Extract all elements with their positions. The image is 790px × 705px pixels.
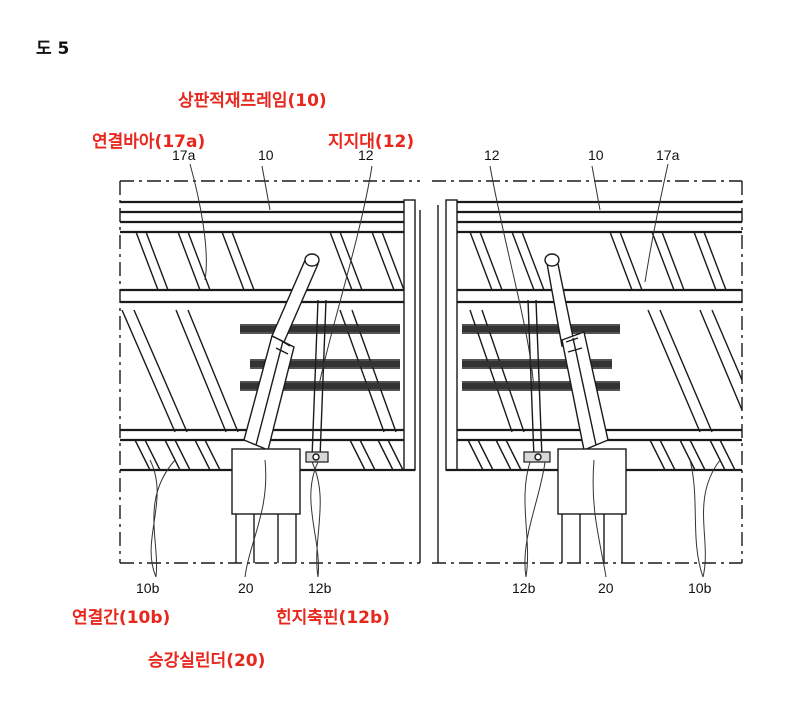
callout-17a-right: 17a — [656, 147, 680, 163]
label-upper-frame: 상판적재프레임(10) — [178, 91, 327, 111]
figure-number: 도 5 — [36, 39, 70, 59]
label-connecting-rod: 연결간(10b) — [72, 608, 171, 628]
callout-17a-left: 17a — [172, 147, 196, 163]
callout-12-left: 12 — [358, 147, 374, 163]
label-support: 지지대(12) — [328, 132, 415, 152]
callout-20-right: 20 — [598, 580, 614, 596]
callout-10-left: 10 — [258, 147, 274, 163]
callout-20-left: 20 — [238, 580, 254, 596]
callout-12b-left: 12b — [308, 580, 332, 596]
label-connecting-via: 연결바아(17a) — [92, 132, 206, 152]
callout-12-right: 12 — [484, 147, 500, 163]
right-panel: 12 10 17a 12b 20 10b — [432, 147, 743, 596]
callout-12b-right: 12b — [512, 580, 536, 596]
left-panel: 17a 10 12 10b 20 12b — [119, 147, 421, 596]
callout-10b-right: 10b — [688, 580, 712, 596]
callout-10-right: 10 — [588, 147, 604, 163]
callout-10b-left: 10b — [136, 580, 160, 596]
label-lift-cylinder: 승강실린더(20) — [148, 651, 266, 671]
label-hinge-pin: 힌지축핀(12b) — [276, 608, 390, 628]
